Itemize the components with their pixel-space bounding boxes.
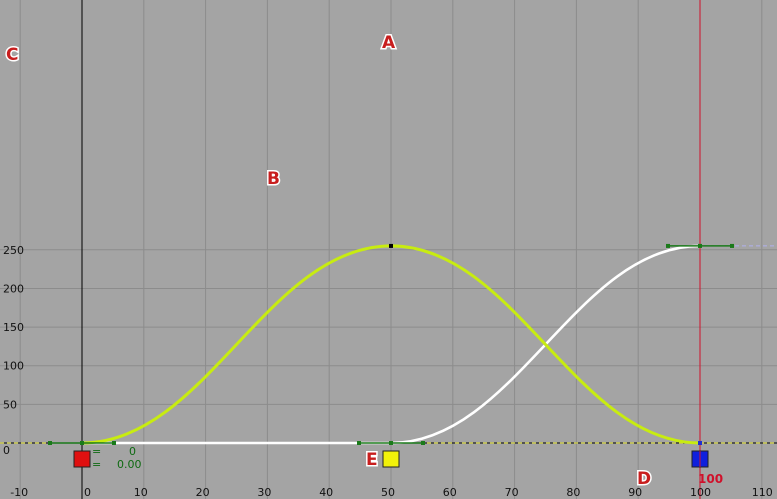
y-tick-label: 100	[3, 360, 24, 373]
x-tick-label: 0	[84, 486, 91, 499]
tangent-handle-center[interactable]	[80, 441, 84, 445]
y-tick-label: 250	[3, 244, 24, 257]
tangent-handle-point[interactable]	[48, 441, 52, 445]
readout-row1-value: 0	[129, 445, 136, 458]
tangent-handles[interactable]	[48, 243, 734, 445]
x-tick-label: 40	[319, 486, 333, 499]
keyframe-marker-yellow[interactable]	[382, 450, 400, 468]
x-tick-label: 110	[752, 486, 773, 499]
y-tick-label: 50	[3, 398, 17, 411]
keyframe-marker-red[interactable]	[73, 450, 91, 468]
x-tick-label: 20	[196, 486, 210, 499]
callout-c: C	[6, 45, 18, 65]
x-tick-label: 50	[381, 486, 395, 499]
y-tick-label: 0	[3, 444, 10, 457]
keyframe-point-end[interactable]	[698, 441, 702, 445]
x-tick-label: 70	[505, 486, 519, 499]
keyframe-markers[interactable]	[73, 450, 709, 468]
x-tick-label: 30	[257, 486, 271, 499]
tangent-handle-center[interactable]	[698, 243, 702, 248]
tangent-handle-point[interactable]	[666, 243, 670, 248]
x-tick-label: 100	[690, 486, 711, 499]
y-tick-label: 150	[3, 321, 24, 334]
callout-a: A	[382, 33, 396, 53]
readout-row1-eq: =	[92, 445, 101, 458]
callout-b: B	[267, 169, 280, 189]
tangent-handle-center[interactable]	[389, 441, 393, 445]
readout-row2-value: 0.00	[117, 458, 142, 471]
x-tick-label: -10	[10, 486, 28, 499]
readout-row2-eq: =	[92, 458, 101, 471]
x-tick-label: 90	[628, 486, 642, 499]
y-tick-label: 200	[3, 282, 24, 295]
keyframe-point[interactable]	[389, 243, 393, 248]
tick-labels: -10 0 10 20 30 40 50 60 70 80 90 100 110 0 50 100 150 200…	[3, 244, 773, 499]
tangent-handle-point[interactable]	[112, 441, 116, 445]
tangent-handle-point[interactable]	[730, 243, 734, 248]
tangent-handle-point[interactable]	[421, 441, 425, 445]
x-tick-label: 10	[134, 486, 148, 499]
x-tick-label: 80	[566, 486, 580, 499]
curve-white[interactable]	[82, 244, 701, 445]
callout-d: D	[637, 469, 651, 489]
x-tick-label: 60	[443, 486, 457, 499]
tangent-handle-point[interactable]	[357, 441, 361, 445]
current-frame-label: 100	[698, 472, 723, 486]
callout-e: E	[366, 450, 378, 470]
